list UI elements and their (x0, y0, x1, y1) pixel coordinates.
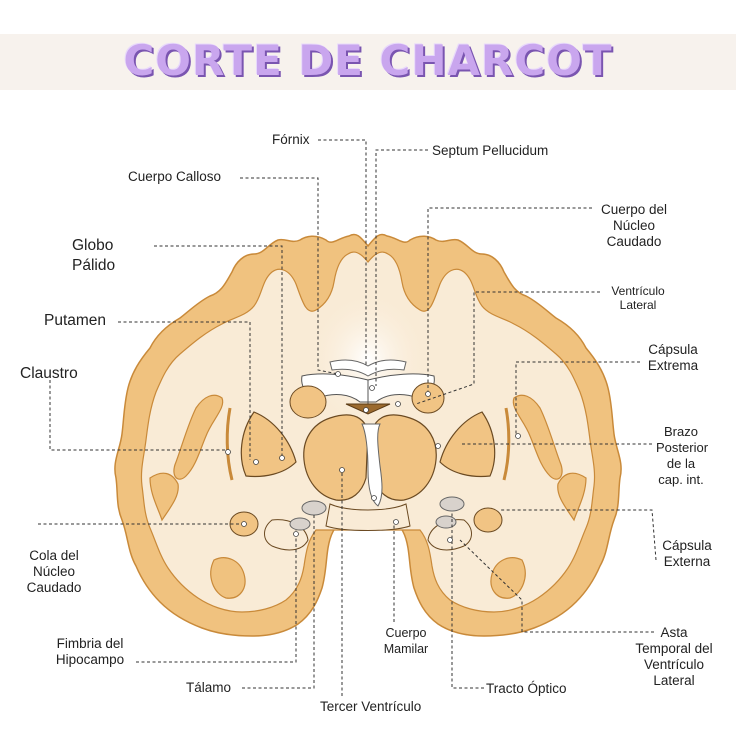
label-putamen: Putamen (44, 312, 107, 329)
claustrum-right (502, 407, 511, 481)
label-tercer-ventriculo: Tercer Ventrículo (320, 699, 422, 714)
marker-dots (225, 371, 521, 543)
leader-lines (38, 139, 657, 696)
label-claustro: Claustro (20, 365, 78, 382)
lentiform-nucleus-right (439, 411, 496, 478)
optic-tract-left (301, 500, 327, 516)
caudate-nucleus-right (411, 382, 445, 414)
thalamus-left (303, 414, 369, 501)
optic-tract-right (439, 496, 465, 512)
label-fornix: Fórnix (272, 132, 310, 147)
sulci (149, 394, 587, 599)
fimbria-right (435, 515, 457, 529)
third-ventricle (361, 423, 383, 507)
title-band (0, 34, 736, 90)
thalamus-right (371, 414, 437, 501)
caudate-nucleus-left (289, 385, 327, 419)
caudate-tail-right (473, 507, 503, 533)
diagram-title: CORTE DE CHARCOT (123, 36, 613, 85)
label-tracto-optico: Tracto Óptico (486, 681, 567, 696)
claustrum-left (225, 407, 234, 481)
label-talamo: Tálamo (186, 680, 232, 695)
label-septum-pellucidum: Septum Pellucidum (432, 143, 549, 158)
label-cuerpo-calloso: Cuerpo Calloso (128, 169, 222, 184)
hypothalamus (325, 503, 411, 531)
corpus-callosum (329, 359, 407, 377)
fimbria-left (289, 517, 311, 531)
